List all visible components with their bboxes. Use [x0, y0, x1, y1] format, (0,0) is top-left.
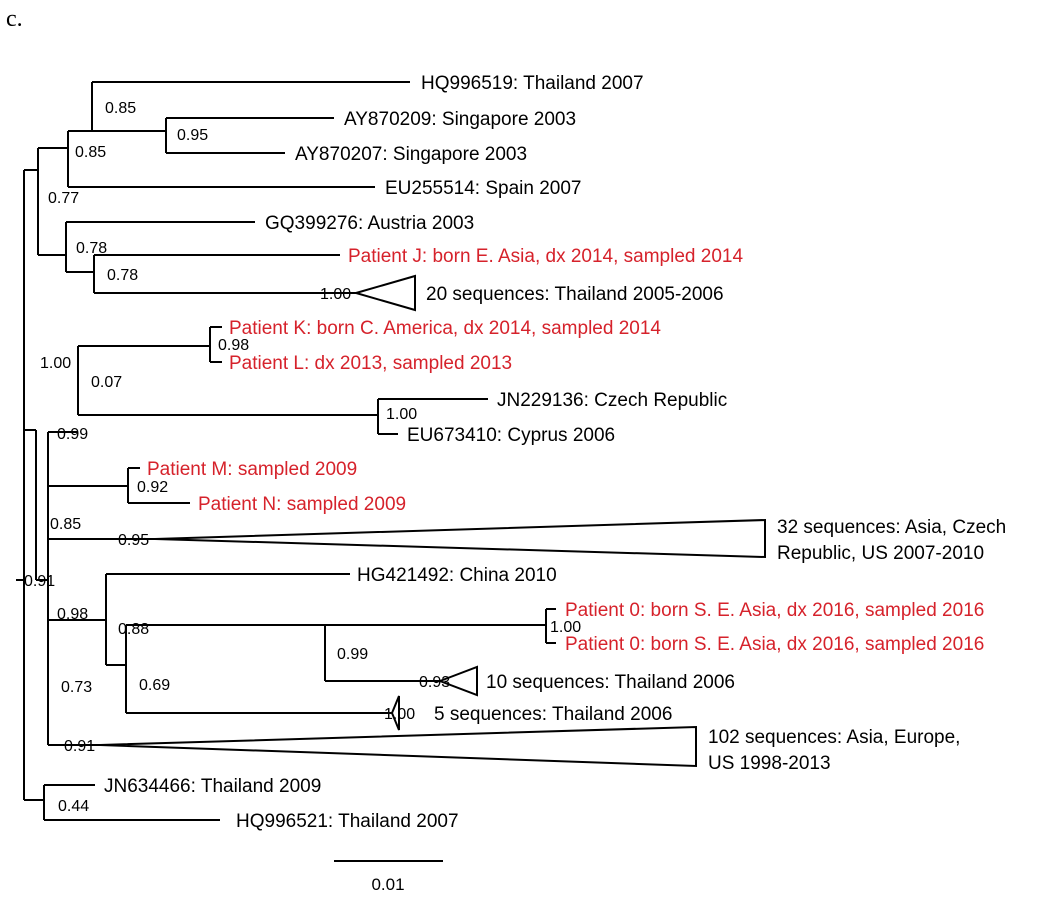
- clade-label: 20 sequences: Thailand 2005-2006: [426, 284, 724, 305]
- branch: [44, 784, 220, 821]
- branch: [36, 432, 49, 745]
- support-value: 0.95: [118, 532, 149, 549]
- support-value: 0.73: [61, 679, 92, 696]
- branch: [24, 148, 39, 255]
- support-value: 0.99: [57, 426, 88, 443]
- scale-bar-label: 0.01: [371, 875, 404, 894]
- collapsed-clade-32-seqs: [154, 518, 766, 559]
- support-value: 0.44: [58, 798, 89, 815]
- patient-label: Patient N: sampled 2009: [198, 494, 406, 515]
- support-value: 0.98: [218, 337, 249, 354]
- branch: [126, 624, 326, 681]
- branch: [68, 82, 93, 132]
- clade-label: 5 sequences: Thailand 2006: [434, 704, 672, 725]
- branch: [66, 255, 95, 293]
- branch: [78, 327, 211, 362]
- support-value: 1.00: [386, 406, 417, 423]
- tree-branches: [16, 81, 556, 821]
- support-value: 0.85: [75, 144, 106, 161]
- clade-label: 102 sequences: Asia, Europe,: [708, 727, 960, 748]
- support-value: 0.93: [419, 674, 450, 691]
- support-value: 0.99: [337, 646, 368, 663]
- branch: [48, 346, 79, 433]
- branch: [38, 131, 69, 187]
- patient-label: Patient J: born E. Asia, dx 2014, sample…: [348, 246, 743, 267]
- patient-label: Patient 0: born S. E. Asia, dx 2016, sam…: [565, 634, 984, 655]
- support-value: 0.78: [76, 240, 107, 257]
- branch: [16, 170, 25, 800]
- patient-label: Patient K: born C. America, dx 2014, sam…: [229, 318, 661, 339]
- clade-label: 32 sequences: Asia, Czech: [777, 517, 1006, 538]
- branch: [78, 399, 379, 434]
- tip-label: AY870209: Singapore 2003: [344, 109, 576, 130]
- patient-label: Patient 0: born S. E. Asia, dx 2016, sam…: [565, 600, 984, 621]
- support-value: 0.78: [107, 267, 138, 284]
- branch: [48, 574, 107, 665]
- branch: [48, 468, 129, 503]
- support-value: 0.95: [177, 127, 208, 144]
- branch: [325, 609, 547, 643]
- support-value: 0.88: [118, 621, 149, 638]
- support-value: 0.91: [24, 573, 55, 590]
- support-value: 0.91: [64, 738, 95, 755]
- tip-label: EU673410: Cyprus 2006: [407, 425, 615, 446]
- collapsed-clades: [99, 274, 766, 768]
- tip-labels: HQ996519: Thailand 2007 AY870209: Singap…: [104, 73, 1006, 832]
- clade-label: Republic, US 2007-2010: [777, 543, 984, 564]
- branch: [92, 118, 167, 153]
- support-value: 0.07: [91, 374, 122, 391]
- branch: [128, 467, 190, 504]
- support-values: 0.85 0.95 0.85 0.77 0.78 0.78 1.00 1.00 …: [24, 100, 581, 815]
- tip-label: EU255514: Spain 2007: [385, 178, 582, 199]
- collapsed-clade-20-seqs: [352, 274, 416, 312]
- collapsed-clade-5-seqs: [390, 695, 400, 731]
- branch: [210, 326, 222, 363]
- support-value: 0.92: [137, 479, 168, 496]
- branch: [38, 222, 67, 272]
- tip-label: JN229136: Czech Republic: [497, 390, 727, 411]
- support-value: 0.85: [50, 516, 81, 533]
- support-value: 1.00: [384, 706, 415, 723]
- branch: [24, 785, 45, 820]
- patient-label: Patient L: dx 2013, sampled 2013: [229, 353, 512, 374]
- scale-bar: 0.01: [334, 860, 443, 894]
- tip-label: HQ996521: Thailand 2007: [236, 811, 459, 832]
- branch: [24, 429, 37, 580]
- support-value: 0.69: [139, 677, 170, 694]
- clade-label: US 1998-2013: [708, 753, 831, 774]
- support-value: 0.77: [48, 190, 79, 207]
- support-value: 0.98: [57, 606, 88, 623]
- support-value: 1.00: [40, 355, 71, 372]
- patient-label: Patient M: sampled 2009: [147, 459, 357, 480]
- tip-label: AY870207: Singapore 2003: [295, 144, 527, 165]
- branch: [166, 117, 334, 154]
- branch: [378, 398, 488, 435]
- branch: [106, 625, 127, 713]
- panel-label: c.: [6, 6, 23, 32]
- tip-label: JN634466: Thailand 2009: [104, 776, 321, 797]
- tip-label: HQ996519: Thailand 2007: [421, 73, 644, 94]
- clade-label: 10 sequences: Thailand 2006: [486, 672, 735, 693]
- tip-label: HG421492: China 2010: [357, 565, 557, 586]
- support-value: 1.00: [320, 286, 351, 303]
- support-value: 0.85: [105, 100, 136, 117]
- tip-label: GQ399276: Austria 2003: [265, 213, 474, 234]
- support-value: 1.00: [550, 619, 581, 636]
- collapsed-clade-10-seqs: [437, 665, 478, 697]
- collapsed-clade-102-seqs: [99, 725, 697, 768]
- branch: [546, 608, 556, 644]
